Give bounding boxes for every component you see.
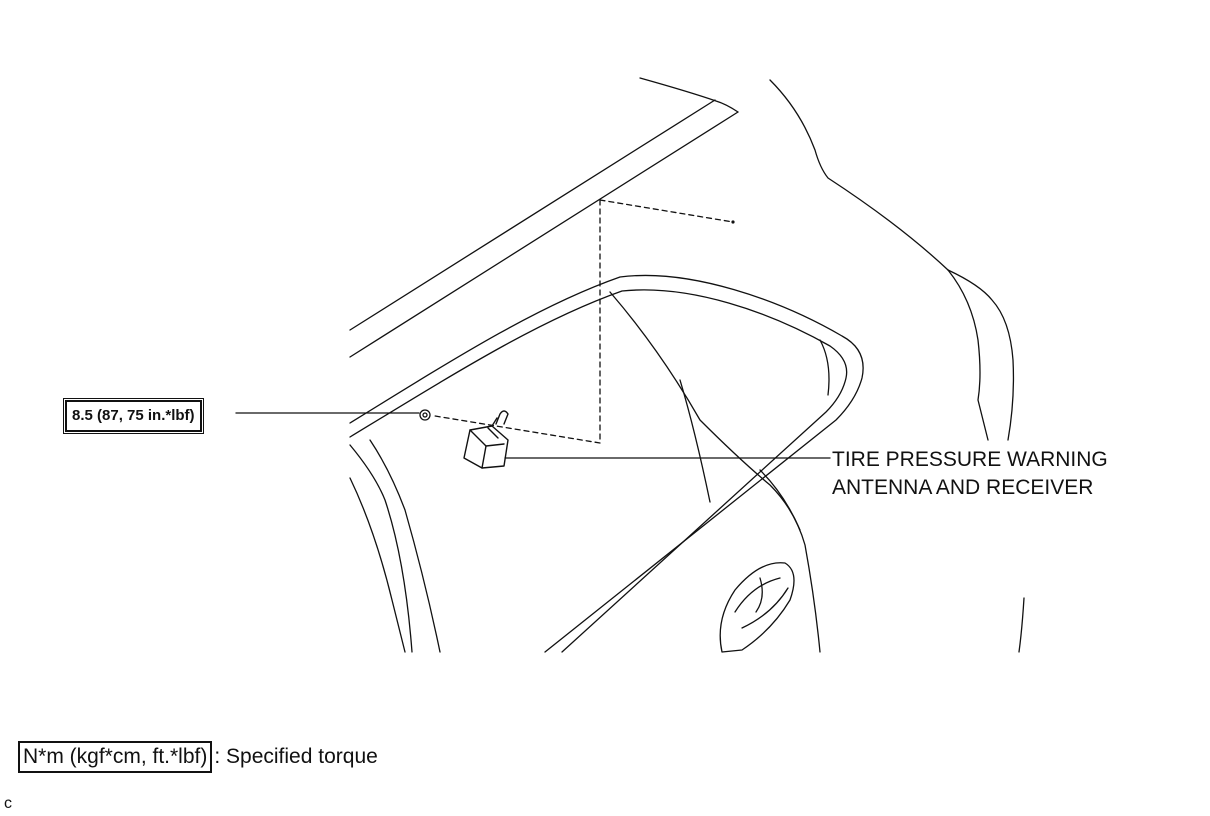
figure-code: c: [4, 795, 12, 812]
location-dashed-lines: [434, 199, 734, 444]
torque-legend: N*m (kgf*cm, ft.*lbf): Specified torque: [18, 740, 378, 774]
part-callout-line2: ANTENNA AND RECEIVER: [832, 476, 1094, 499]
legend-description: : Specified torque: [214, 745, 378, 768]
body-outline-right: [769, 79, 1025, 653]
bolt-icon: [419, 409, 431, 421]
leader-lines: [235, 412, 831, 459]
window-frame: [349, 274, 864, 653]
door-handle: [719, 562, 795, 653]
part-callout-line1: TIRE PRESSURE WARNING: [832, 448, 1108, 471]
torque-spec-box: 8.5 (87, 75 in.*lbf): [65, 400, 202, 432]
legend-unit-box: N*m (kgf*cm, ft.*lbf): [18, 741, 213, 773]
roof-lines: [349, 77, 739, 358]
location-dot: [731, 220, 735, 224]
torque-spec-value: 8.5 (87, 75 in.*lbf): [72, 407, 195, 424]
door-contours: [349, 291, 821, 653]
part-callout: TIRE PRESSURE WARNING ANTENNA AND RECEIV…: [832, 446, 1108, 502]
receiver-part-icon: [463, 410, 509, 469]
